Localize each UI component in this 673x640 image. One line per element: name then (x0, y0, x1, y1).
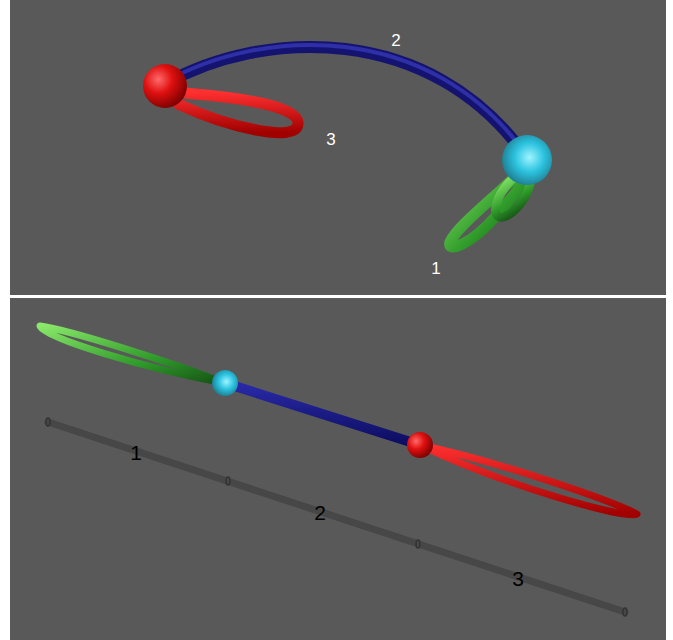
callout-number: 2 (314, 502, 326, 523)
callout-number: 3 (512, 568, 524, 589)
cyan-sphere (212, 370, 238, 396)
red-loop (420, 445, 637, 515)
ruler-bar (48, 422, 625, 612)
blue-tube (165, 47, 527, 158)
blue-tube-highlight (165, 45, 527, 156)
red-loop (172, 92, 298, 133)
red-sphere (143, 64, 187, 108)
callout-number: 2 (391, 32, 400, 49)
bottom-panel (10, 298, 666, 640)
callout-number: 1 (130, 442, 142, 463)
top-panel (10, 0, 666, 295)
cyan-sphere (502, 135, 552, 185)
callout-number: 3 (326, 131, 335, 148)
green-loop (40, 326, 225, 383)
callout-number: 1 (431, 260, 440, 277)
ruler-ticks (46, 418, 627, 616)
red-sphere (407, 432, 433, 458)
blue-tube (225, 383, 420, 445)
